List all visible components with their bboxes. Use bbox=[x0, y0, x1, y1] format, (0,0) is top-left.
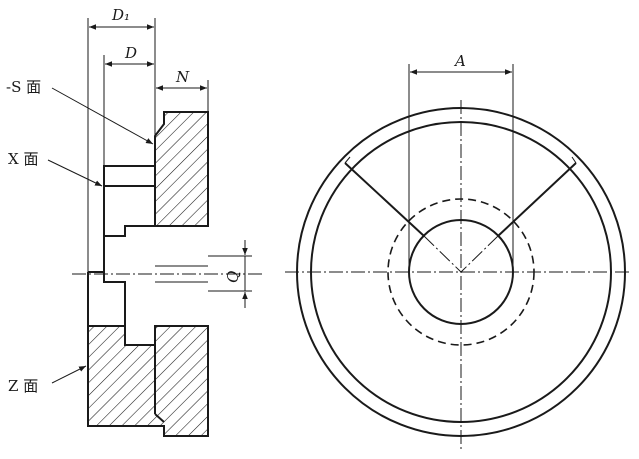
diag-center-left bbox=[423, 235, 462, 273]
hatch-right-upper bbox=[155, 112, 208, 226]
section-view: D₁ D N Q -S 面 X 面 Z 面 bbox=[6, 6, 262, 437]
bore-lower bbox=[103, 272, 126, 326]
section-outline-lower bbox=[87, 272, 209, 437]
label-x-face: X 面 bbox=[8, 150, 38, 168]
label-z-face: Z 面 bbox=[8, 377, 38, 395]
diag-center-right bbox=[460, 235, 499, 273]
front-view: A bbox=[285, 52, 632, 452]
dim-n-label: N bbox=[175, 68, 190, 86]
dim-q-label: Q bbox=[224, 271, 242, 283]
dim-a-label: A bbox=[453, 52, 466, 70]
leader-s-face bbox=[51, 87, 154, 145]
label-s-face: -S 面 bbox=[6, 78, 41, 96]
leader-z-face bbox=[51, 365, 87, 384]
slot-edge-right bbox=[571, 156, 577, 164]
dim-d-label: D bbox=[124, 44, 137, 62]
lower-groove bbox=[154, 413, 165, 423]
bore-upper bbox=[104, 225, 155, 237]
leader-x-face bbox=[47, 159, 103, 187]
slot-line-right bbox=[497, 162, 577, 237]
hatch-right-lower bbox=[155, 326, 208, 436]
slot-edge-left bbox=[344, 156, 351, 164]
section-outline-upper bbox=[88, 111, 209, 273]
dim-d1-label: D₁ bbox=[111, 6, 130, 24]
hatch-left-lower bbox=[88, 326, 164, 426]
slot-line-left bbox=[344, 162, 425, 237]
